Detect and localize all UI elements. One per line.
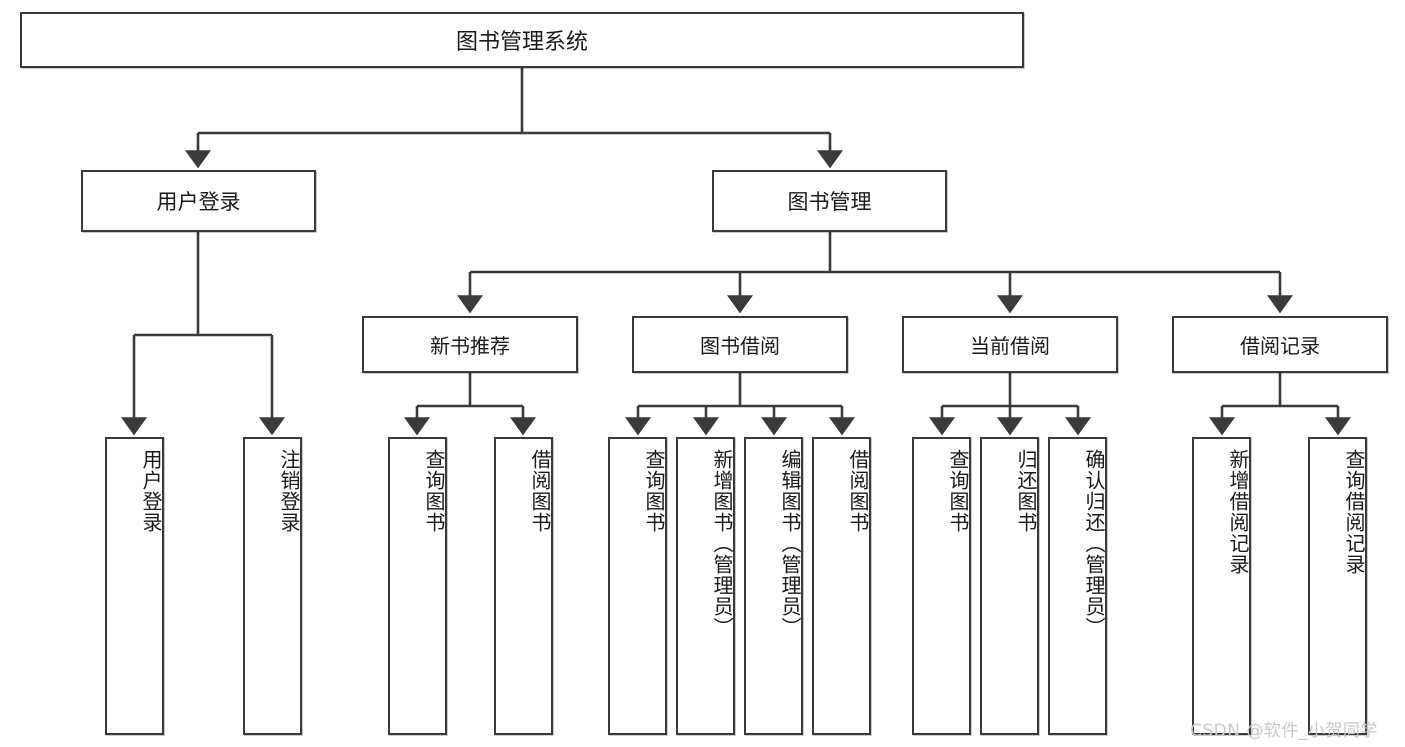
leaf-borrow-record-2[interactable]: 查询借阅记录 [1308, 437, 1367, 735]
leaf-current-borrow-1[interactable]: 查询图书 [912, 437, 971, 735]
leaf-user-login-1[interactable]: 用户登录 [105, 437, 164, 735]
node-current-borrow-label: 当前借阅 [970, 334, 1050, 358]
leaf-user-login-2[interactable]: 注销登录 [243, 437, 302, 735]
node-book-borrow-label: 图书借阅 [700, 334, 780, 358]
node-new-book-recommend-label: 新书推荐 [430, 334, 510, 358]
node-book-management[interactable]: 图书管理 [712, 170, 947, 232]
leaf-current-borrow-2-label: 归还图书 [1014, 449, 1038, 533]
leaf-current-borrow-1-label: 查询图书 [946, 449, 970, 533]
leaf-book-borrow-4[interactable]: 借阅图书 [812, 437, 871, 735]
node-book-borrow[interactable]: 图书借阅 [632, 316, 848, 373]
node-new-book-recommend[interactable]: 新书推荐 [362, 316, 578, 373]
leaf-user-login-2-label: 注销登录 [277, 449, 301, 533]
leaf-book-borrow-4-label: 借阅图书 [846, 449, 870, 533]
node-borrow-record[interactable]: 借阅记录 [1172, 316, 1388, 373]
node-borrow-record-label: 借阅记录 [1240, 334, 1320, 358]
node-root-label: 图书管理系统 [455, 30, 588, 55]
leaf-borrow-record-2-label: 查询借阅记录 [1342, 449, 1366, 575]
leaf-book-borrow-2-label: 新增图书（管理员） [710, 449, 734, 638]
node-root[interactable]: 图书管理系统 [20, 12, 1024, 68]
leaf-book-borrow-3[interactable]: 编辑图书（管理员） [744, 437, 803, 735]
leaf-new-book-2[interactable]: 借阅图书 [494, 437, 553, 735]
leaf-book-borrow-2[interactable]: 新增图书（管理员） [676, 437, 735, 735]
leaf-user-login-1-label: 用户登录 [139, 449, 163, 533]
node-user-login[interactable]: 用户登录 [81, 170, 316, 232]
csdn-watermark: CSDN @软件_小贺同学 [1190, 721, 1378, 741]
leaf-book-borrow-3-label: 编辑图书（管理员） [778, 449, 802, 638]
node-book-management-label: 图书管理 [787, 190, 872, 214]
leaf-current-borrow-3-label: 确认归还（管理员） [1082, 449, 1106, 638]
node-user-login-label: 用户登录 [156, 190, 241, 214]
leaf-new-book-1[interactable]: 查询图书 [388, 437, 447, 735]
leaf-book-borrow-1[interactable]: 查询图书 [608, 437, 667, 735]
node-current-borrow[interactable]: 当前借阅 [902, 316, 1118, 373]
leaf-current-borrow-2[interactable]: 归还图书 [980, 437, 1039, 735]
leaf-borrow-record-1-label: 新增借阅记录 [1226, 449, 1250, 575]
leaf-book-borrow-1-label: 查询图书 [642, 449, 666, 533]
leaf-borrow-record-1[interactable]: 新增借阅记录 [1192, 437, 1251, 735]
leaf-new-book-1-label: 查询图书 [422, 449, 446, 533]
leaf-current-borrow-3[interactable]: 确认归还（管理员） [1048, 437, 1107, 735]
leaf-new-book-2-label: 借阅图书 [528, 449, 552, 533]
